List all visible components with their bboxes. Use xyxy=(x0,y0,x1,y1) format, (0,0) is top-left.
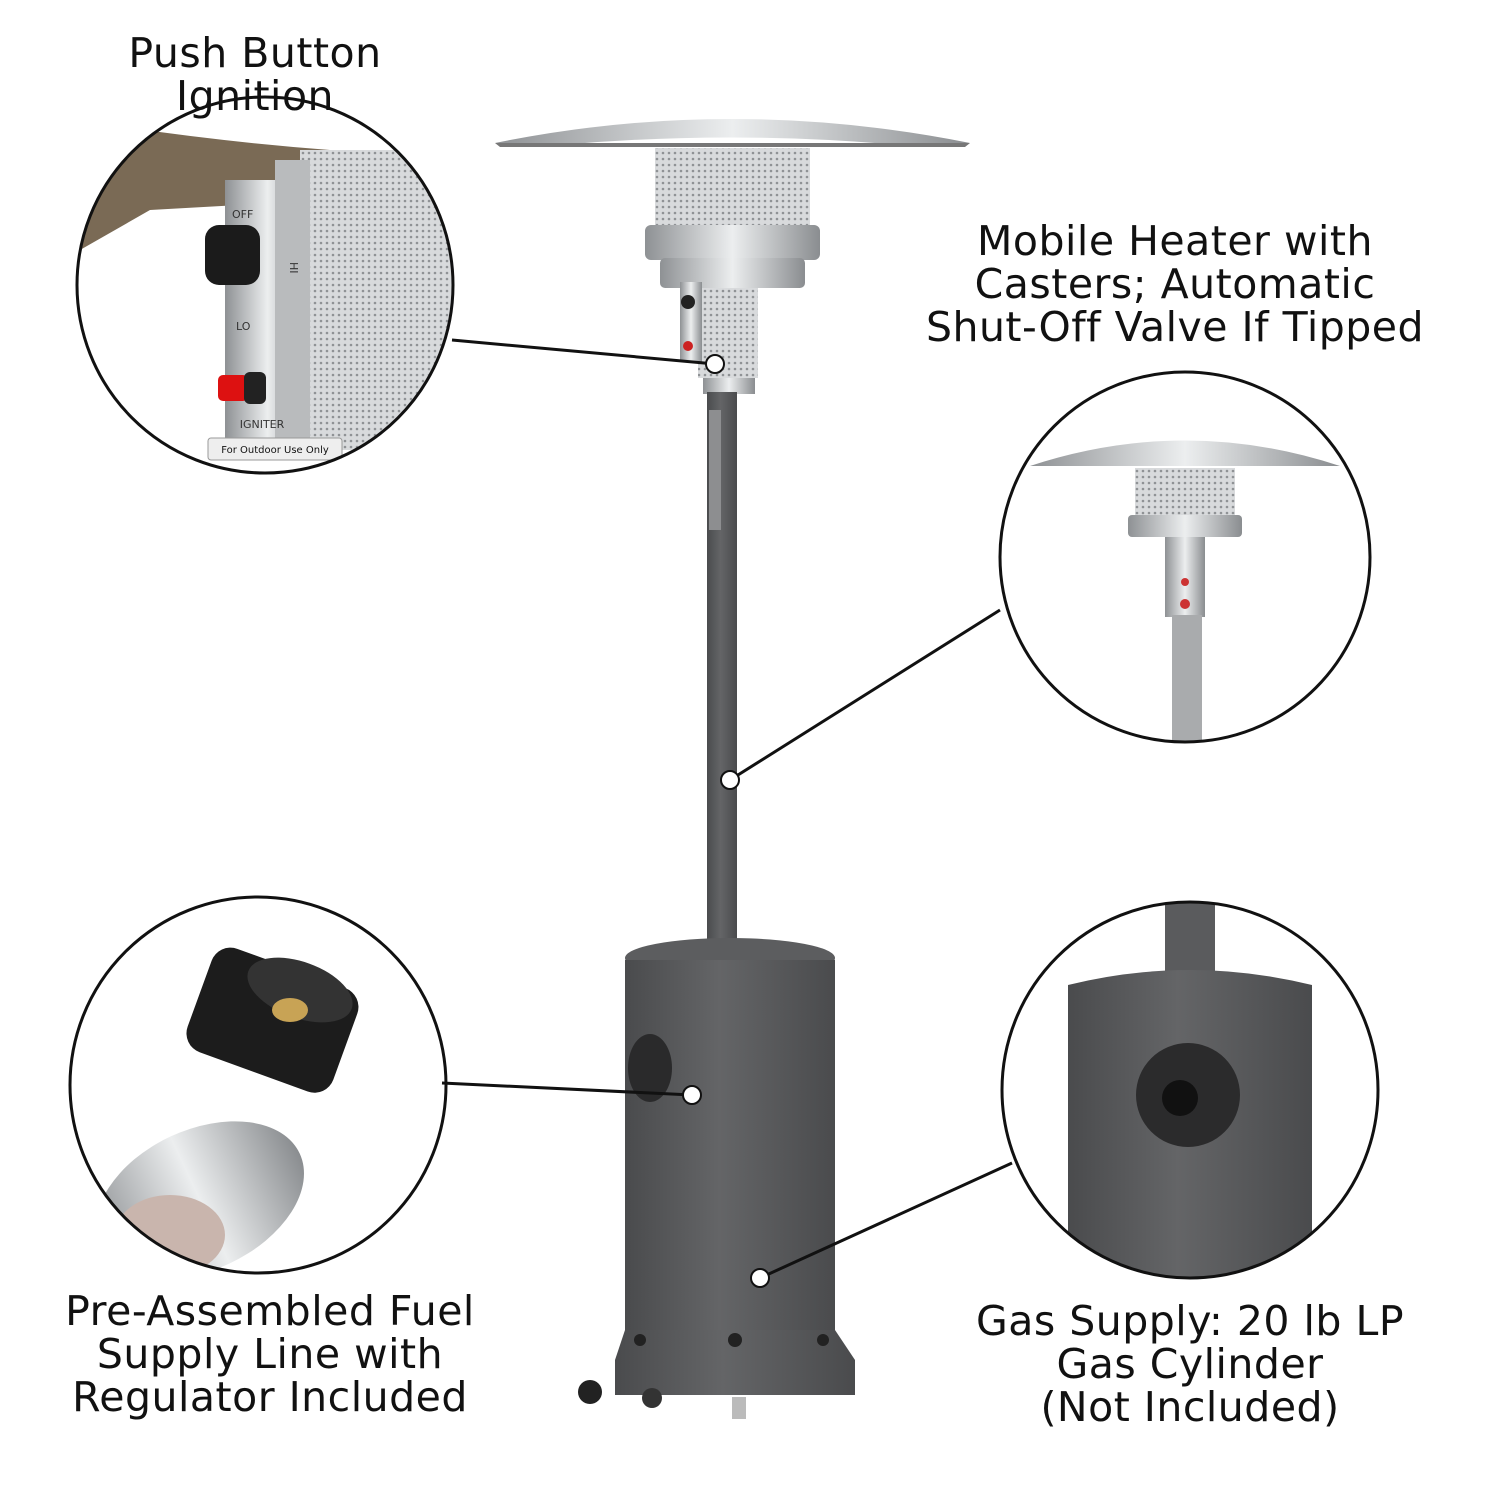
label-line: Gas Supply: 20 lb LP xyxy=(975,1297,1405,1345)
gas-access-closeup xyxy=(1068,902,1312,1278)
photo-text-igniter: IGNITER xyxy=(240,418,285,431)
label-line: Gas Cylinder xyxy=(1056,1340,1324,1388)
label-line: Push Button xyxy=(128,29,382,77)
leader-lines xyxy=(441,338,1013,1280)
label-line: Supply Line with xyxy=(96,1330,444,1378)
label-line: Mobile Heater with xyxy=(977,217,1373,265)
label-mobile-heater: Mobile Heater with Casters; Automatic Sh… xyxy=(880,220,1470,349)
photo-text-outdoor-use: For Outdoor Use Only xyxy=(221,445,329,456)
heater-main xyxy=(495,119,970,1419)
regulator-closeup xyxy=(96,947,359,1273)
ignition-closeup xyxy=(77,97,453,473)
label-line: Ignition xyxy=(175,72,335,120)
callout-dots xyxy=(682,354,770,1288)
label-line: Shut-Off Valve If Tipped xyxy=(925,303,1425,351)
photo-text-lo: LO xyxy=(236,320,251,333)
label-line: Pre-Assembled Fuel xyxy=(65,1287,475,1335)
label-line: Regulator Included xyxy=(72,1373,468,1421)
label-push-button-ignition: Push Button Ignition xyxy=(55,32,455,118)
label-line: Casters; Automatic xyxy=(974,260,1376,308)
photo-text-hi: HI xyxy=(287,262,300,274)
label-gas-supply: Gas Supply: 20 lb LP Gas Cylinder (Not I… xyxy=(940,1300,1440,1429)
heater-top-closeup xyxy=(1030,440,1340,742)
label-fuel-supply-line: Pre-Assembled Fuel Supply Line with Regu… xyxy=(20,1290,520,1419)
ignition-photo-labels: OFF LO HI IGNITER For Outdoor Use Only xyxy=(221,208,329,456)
photo-text-off: OFF xyxy=(232,208,253,221)
label-line: (Not Included) xyxy=(1040,1383,1340,1431)
